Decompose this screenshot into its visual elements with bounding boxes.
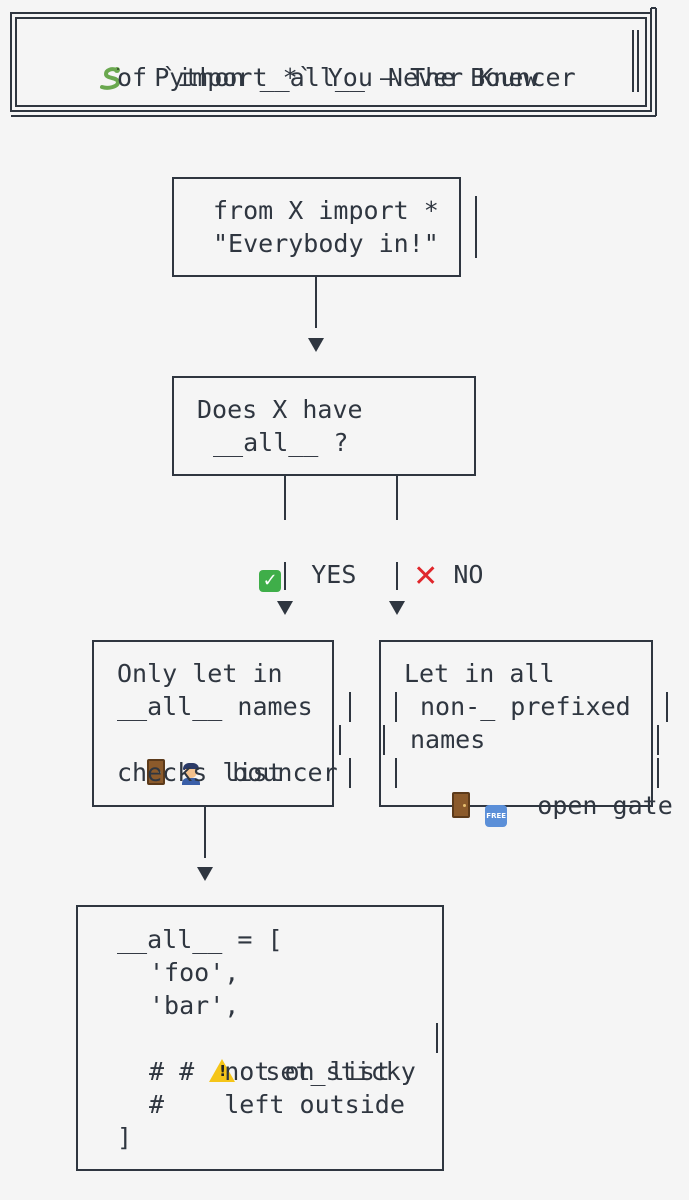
check-mark-icon: ✓ <box>259 570 282 592</box>
code-line-2: 'foo', <box>149 958 240 987</box>
start-box-line-2: "Everybody in!" <box>213 229 439 258</box>
code-line-1: __all__ = [ <box>117 925 283 954</box>
code-line-5: # not on list <box>149 1057 390 1086</box>
no-box-line-4: FREE open gate <box>422 756 673 827</box>
title-box-inner <box>15 17 647 107</box>
police-officer-icon <box>180 763 202 785</box>
start-box <box>172 177 461 277</box>
code-line-7: ] <box>117 1123 133 1152</box>
code-line-6: # left outside <box>149 1090 405 1119</box>
no-branch-label: ✕ NO <box>383 525 484 594</box>
decision-box-line-1: Does X have <box>197 395 363 424</box>
title-box-outer <box>10 12 652 112</box>
title-line-1: Python __all__ — The Bouncer <box>68 28 576 94</box>
door-icon <box>452 792 471 818</box>
door-icon <box>147 759 166 785</box>
arrow-head-1 <box>308 338 324 352</box>
title-line-2: of `import *` You Never Knew <box>117 63 539 92</box>
code-box <box>76 905 444 1171</box>
snake-icon <box>100 67 121 90</box>
code-line-4-text: set_sticky <box>265 1057 416 1086</box>
title-text-1: Python __all__ — The Bouncer <box>154 63 576 92</box>
yes-box-line-2: __all__ names <box>117 692 313 721</box>
arrow-head-no <box>389 601 405 615</box>
no-box-line-2: non-_ prefixed <box>420 692 631 721</box>
no-label: NO <box>453 560 484 589</box>
no-box-line-3: names <box>410 725 486 754</box>
warning-icon: ! <box>209 1059 236 1082</box>
yes-box <box>92 640 334 807</box>
code-line-3: 'bar', <box>149 991 240 1020</box>
no-box <box>379 640 653 807</box>
arrow-head-yes <box>277 601 293 615</box>
code-line-4: # ! set_sticky <box>149 1022 416 1088</box>
yes-box-line-1: Only let in <box>117 659 283 688</box>
code-line-4-prefix: # <box>179 1057 195 1086</box>
no-box-line-1: Let in all <box>404 659 555 688</box>
free-icon: FREE <box>485 805 508 827</box>
yes-box-line-3-text: bouncer <box>232 758 338 787</box>
cross-mark-icon: ✕ <box>413 559 439 594</box>
no-box-line-4-text: open gate <box>537 791 673 820</box>
arrow-head-code <box>197 867 213 881</box>
yes-box-line-3: bouncer <box>117 723 338 789</box>
yes-branch-label: ✓ YES <box>229 525 356 592</box>
yes-label: YES <box>311 560 357 589</box>
yes-box-line-4: checks list <box>117 758 283 787</box>
start-box-line-1: from X import * <box>213 196 439 225</box>
decision-box-line-2: __all__ ? <box>213 428 349 457</box>
decision-box <box>172 376 476 476</box>
